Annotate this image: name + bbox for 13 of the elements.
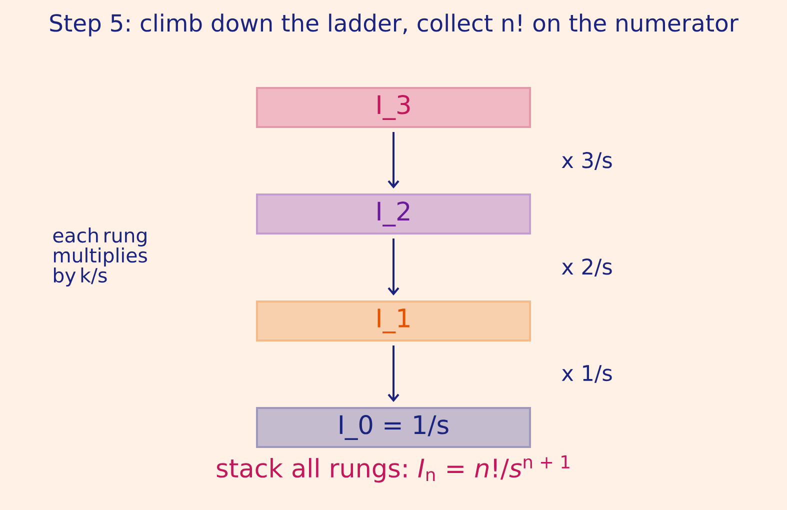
multiplier-label: x 3/s: [562, 152, 612, 170]
multiplier-label: x 1/s: [562, 365, 612, 383]
note: each rung multiplies by k/s: [53, 228, 147, 286]
arrow: [388, 132, 400, 188]
arrow: [388, 346, 400, 402]
arrow: [388, 238, 400, 296]
ladder-box: I_1: [256, 300, 531, 342]
multiplier-label: x 2/s: [562, 258, 612, 276]
caption: stack all rungs: I$_{n}$ = n!/s$^{n + 1}$: [216, 455, 570, 483]
ladder-box: I_3: [256, 87, 531, 128]
title: Step 5: climb down the ladder, collect n! on the numerator: [50, 14, 738, 36]
ladder-box: I_0 = 1/s: [256, 407, 531, 448]
ladder-box: I_2: [256, 194, 531, 234]
